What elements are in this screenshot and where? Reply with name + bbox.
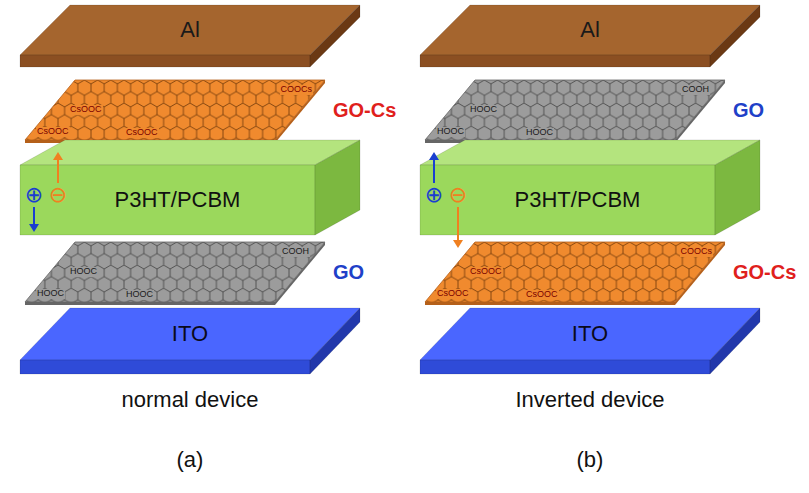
layer-label: GO-Cs [733, 261, 796, 283]
functional-group: CsOOC [36, 127, 70, 137]
layer-slab: ITO [20, 308, 360, 374]
arrow-head [453, 240, 463, 248]
layer-name: Al [580, 18, 600, 42]
panel-label: (a) [177, 448, 204, 472]
functional-group: CsOOC [436, 289, 470, 299]
charge-arrow [57, 160, 59, 183]
functional-group: COOCs [680, 247, 714, 257]
layer-slab: P3HT/PCBM [20, 140, 360, 235]
charge-symbol: ⊖ [449, 183, 467, 207]
functional-group: HOOC [436, 127, 465, 137]
functional-group: COOH [681, 85, 710, 95]
caption-text: normal device [122, 388, 259, 412]
functional-group: HOOC [36, 289, 65, 299]
functional-group: HOOC [69, 267, 98, 277]
layer-name: Al [180, 18, 200, 42]
arrow-head [53, 152, 63, 160]
arrow-head [29, 224, 39, 232]
layer-name: P3HT/PCBM [115, 188, 241, 212]
arrow-head [429, 152, 439, 160]
functional-group: HOOC [469, 105, 498, 115]
layer-slab: Al [420, 5, 760, 67]
charge-symbol: ⊕ [425, 183, 443, 207]
caption-text: Inverted device [515, 388, 664, 412]
charge-symbol: ⊖ [49, 183, 67, 207]
layer-name: ITO [172, 322, 208, 346]
charge-arrow [457, 207, 459, 240]
functional-group: COOH [281, 247, 310, 257]
functional-group: CsOOC [69, 105, 103, 115]
charge-symbol: ⊕ [25, 183, 43, 207]
functional-group: HOOC [125, 290, 154, 300]
panel-label: (b) [577, 448, 604, 472]
layer-name: P3HT/PCBM [515, 188, 641, 212]
charge-arrow [433, 160, 435, 183]
layer-label: GO [733, 99, 764, 121]
functional-group: HOOC [525, 128, 554, 138]
layer-slab: Al [20, 5, 360, 67]
functional-group: CsOOC [125, 128, 159, 138]
layer-label: GO-Cs [333, 99, 396, 121]
layer-slab: ITO [420, 308, 760, 374]
functional-group: CsOOC [525, 290, 559, 300]
charge-arrow [33, 207, 35, 224]
functional-group: COOCs [280, 85, 314, 95]
layer-slab: P3HT/PCBM [420, 140, 760, 235]
layer-label: GO [333, 261, 364, 283]
layer-name: ITO [572, 322, 608, 346]
functional-group: CsOOC [469, 267, 503, 277]
